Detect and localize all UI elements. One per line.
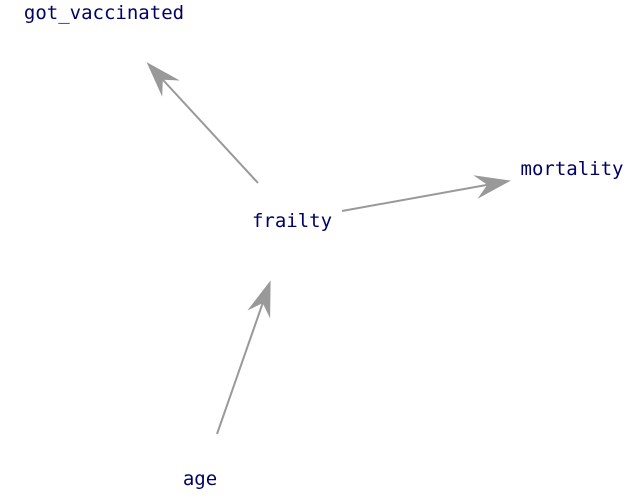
edge-line	[341, 181, 504, 212]
arrowhead-icon	[473, 175, 511, 199]
node-frailty[interactable]: frailty	[252, 210, 332, 232]
arrowhead-icon	[146, 62, 180, 97]
edge-age-to-frailty	[216, 280, 271, 435]
edge-frailty-to-got-vaccinated	[146, 62, 259, 184]
arrowhead-icon	[247, 280, 271, 319]
node-layer: got_vaccinated frailty mortality age	[24, 2, 624, 490]
edge-layer	[146, 62, 511, 435]
edge-frailty-to-mortality	[341, 175, 511, 212]
edge-line	[216, 287, 269, 435]
edge-line	[151, 67, 259, 184]
node-age[interactable]: age	[183, 468, 217, 490]
node-got-vaccinated[interactable]: got_vaccinated	[24, 2, 184, 24]
node-mortality[interactable]: mortality	[521, 158, 624, 180]
